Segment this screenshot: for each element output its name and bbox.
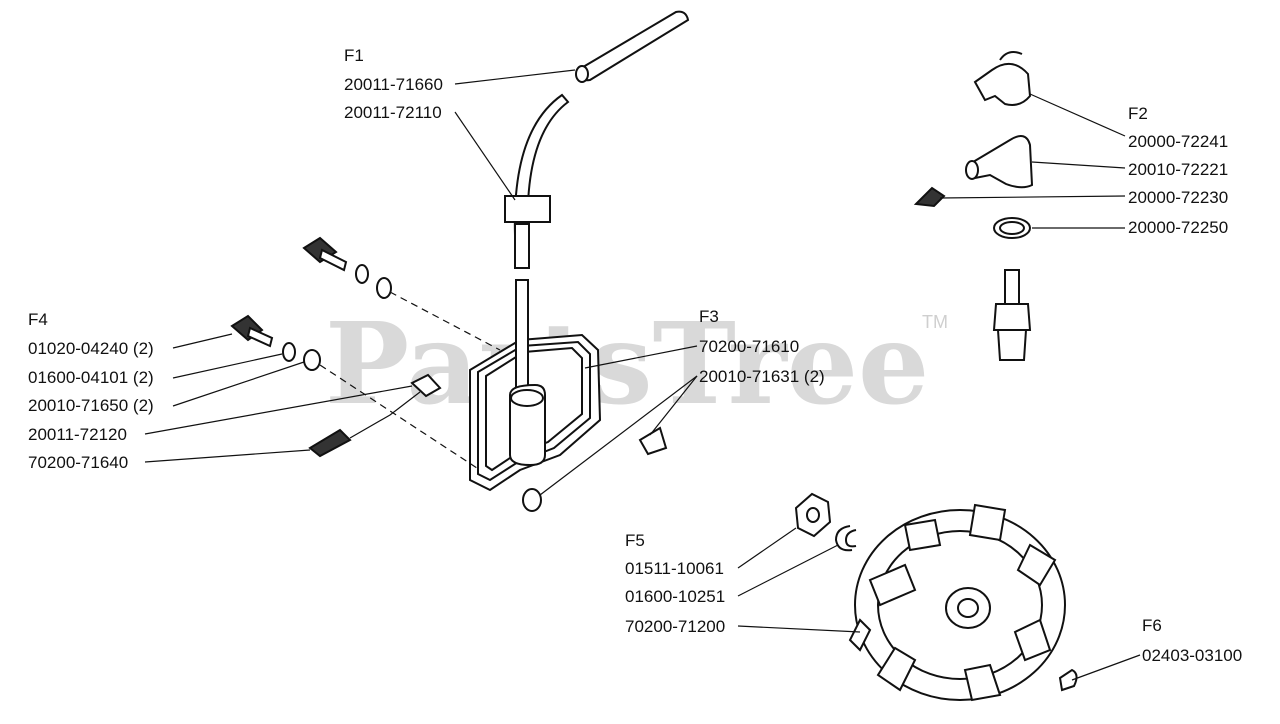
spark-connector-part[interactable]	[308, 373, 442, 458]
plug-terminal-part[interactable]	[913, 186, 946, 208]
flywheel-nut-part[interactable]	[794, 492, 832, 538]
watermark-text: PartsTree	[325, 299, 929, 430]
part-label[interactable]: 01600-10251	[625, 587, 725, 606]
group-label-f3: F3	[699, 307, 719, 326]
group-label-f6: F6	[1142, 616, 1162, 635]
part-label[interactable]: 02403-03100	[1142, 646, 1242, 665]
part-label[interactable]: 20010-71631 (2)	[699, 367, 825, 386]
fuel-tube-part[interactable]	[575, 10, 690, 83]
group-label-f2: F2	[1128, 104, 1148, 123]
part-label[interactable]: 20011-72110	[344, 103, 442, 122]
part-label[interactable]: 01600-04101 (2)	[28, 368, 154, 387]
lower-bolt-part[interactable]	[230, 314, 321, 371]
flywheel-washer-part[interactable]	[834, 525, 857, 552]
upper-bolt-part[interactable]	[302, 236, 392, 299]
fuel-pipe-part[interactable]	[504, 93, 570, 269]
part-label[interactable]: 20010-72221	[1128, 160, 1228, 179]
spark-plug-part[interactable]	[992, 269, 1032, 361]
woodruff-key-part[interactable]	[1058, 668, 1078, 692]
group-label-f1: F1	[344, 46, 364, 65]
part-label[interactable]: 70200-71610	[699, 337, 799, 356]
plug-seal-part[interactable]	[993, 217, 1031, 239]
part-label[interactable]: 70200-71640	[28, 453, 128, 472]
plug-cap-part[interactable]	[965, 135, 1034, 189]
coil-spacer-part[interactable]	[522, 426, 668, 512]
group-label-f5: F5	[625, 531, 645, 550]
part-label[interactable]: 20000-72250	[1128, 218, 1228, 237]
ignition-coil-part[interactable]	[469, 279, 602, 492]
part-label[interactable]: 01511-10061	[625, 559, 724, 578]
part-label[interactable]: 01020-04240 (2)	[28, 339, 154, 358]
part-label[interactable]: 70200-71200	[625, 617, 725, 636]
part-label[interactable]: 20011-71660	[344, 75, 443, 94]
part-label[interactable]: 20010-71650 (2)	[28, 396, 154, 415]
plug-boot-part[interactable]	[973, 51, 1032, 106]
watermark-trademark: TM	[922, 312, 948, 332]
part-label[interactable]: 20000-72230	[1128, 188, 1228, 207]
flywheel-part[interactable]	[848, 503, 1066, 702]
group-label-f4: F4	[28, 310, 48, 329]
part-label[interactable]: 20000-72241	[1128, 132, 1228, 151]
part-label[interactable]: 20011-72120	[28, 425, 127, 444]
